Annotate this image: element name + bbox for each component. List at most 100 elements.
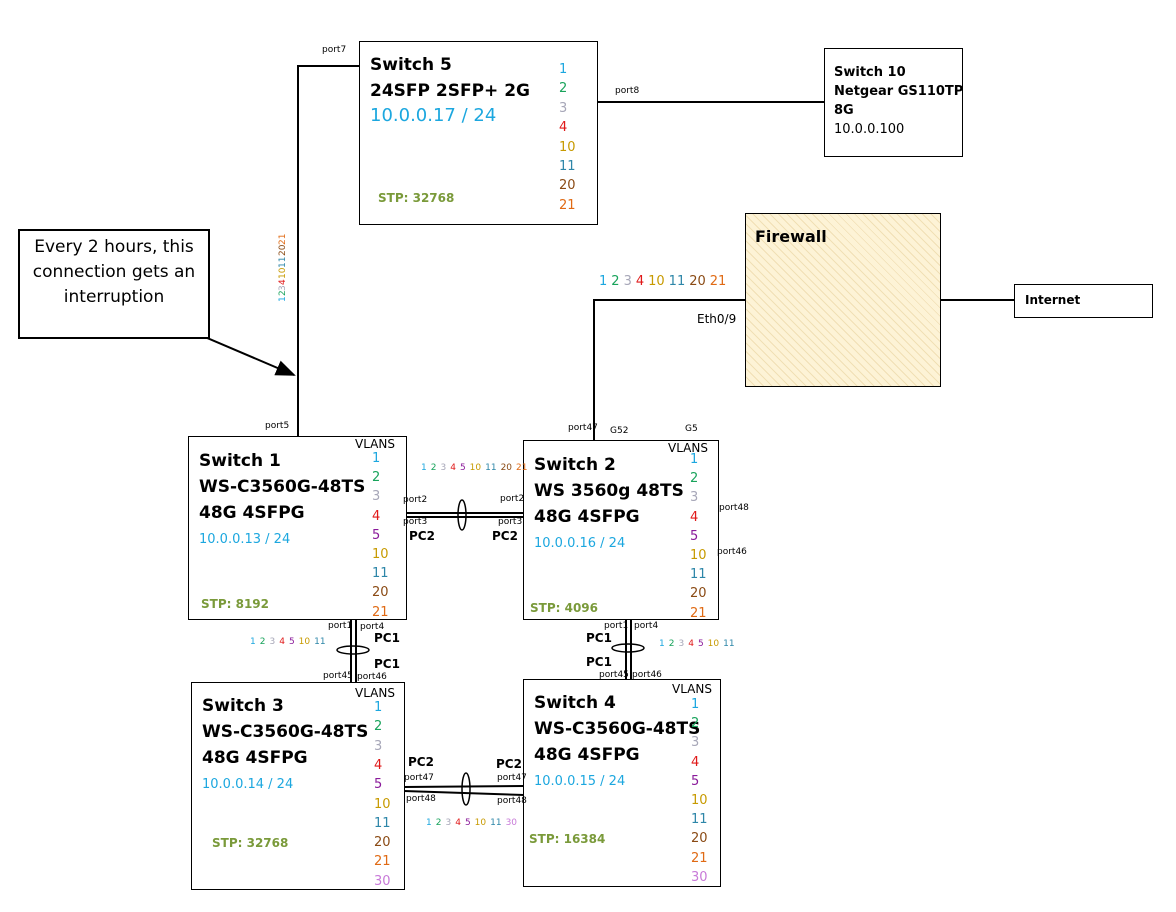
link-vlan-2: 2 [259,637,266,647]
vlan-3-label: 3 [690,490,699,506]
vlan-4-label: 4 [690,509,699,525]
switch-3-ip: 10.0.0.14 / 24 [202,777,294,792]
vlan-4-label: 4 [559,120,568,136]
vlan-11-label: 11 [372,566,389,582]
switch-1-title: Switch 1 [199,451,281,471]
link-vlan-2: 2 [278,290,288,297]
s1-s2-right-port3: port3 [498,517,523,527]
vlan-20-label: 20 [690,586,707,602]
link-vlan-4: 4 [635,274,645,289]
s1-s3-port46: port46 [357,672,387,682]
firewall-title: Firewall [755,227,827,246]
link-vlan-10: 10 [278,267,288,280]
link-vlan-5: 5 [464,818,471,828]
vlan-4-label: 4 [691,754,700,770]
vlan-21-label: 21 [559,197,576,213]
vlan-10-label: 10 [690,548,707,563]
switch-2-port46-label: port46 [717,547,747,557]
vlan-1-label: 1 [372,451,381,466]
vlan-20-label: 20 [691,831,708,847]
switch-2-title: Switch 2 [534,455,616,475]
s2-s4-port4: port4 [634,621,659,631]
link-vlan-11: 11 [314,637,326,647]
link-vlan-1: 1 [250,637,256,647]
vlan-21-label: 21 [374,854,391,870]
pc-ring-s1-s2 [457,499,467,531]
s1-s3-port45: port45 [323,671,353,681]
switch-1-model: WS-C3560G-48TS [199,477,366,497]
vlan-30-label: 30 [374,873,391,889]
link-vlan-21: 21 [709,274,727,289]
s2-s4-port1: port1 [604,621,629,631]
switch-5-ip: 10.0.0.17 / 24 [370,105,497,126]
vlan-11-label: 11 [374,815,391,831]
link-s2-firewall [593,299,745,441]
s2-s4-pc-a: PC1 [586,631,612,645]
vlan-3-label: 3 [374,738,383,754]
link-vlan-4: 4 [279,637,285,647]
s1-s2-pc-right: PC2 [492,529,518,543]
link-vlan-1: 1 [278,296,288,302]
switch-1-vlans-header: VLANS [355,437,395,451]
switch-3-ports: 48G 4SFPG [202,748,308,768]
vlan-5-label: 5 [372,527,381,543]
link-s1-s5 [297,65,360,437]
switch-2-ip: 10.0.0.16 / 24 [534,536,626,551]
s1-s2-pc-left: PC2 [409,529,435,543]
s1-s3-pc-a: PC1 [374,631,400,645]
link-vlan-10: 10 [469,463,482,473]
link-vlan-4: 4 [688,639,694,649]
link-vlan-20: 20 [500,463,513,473]
switch-5-box: Switch 5 24SFP 2SFP+ 2G 10.0.0.17 / 24 S… [359,41,598,225]
switch-4-title: Switch 4 [534,693,616,713]
callout-line-3: interruption [63,287,165,307]
switch-2-box: Switch 2 WS 3560g 48TS 48G 4SFPG 10.0.0.… [523,440,719,621]
link-vlan-3: 3 [278,284,288,291]
vlan-11-label: 11 [690,567,707,583]
switch-4-stp: STP: 16384 [529,832,606,846]
switch-2-port48-label: port48 [719,503,749,513]
link-vlan-2: 2 [435,818,442,828]
switch-10-model: Netgear GS110TP [834,84,964,99]
link-vlan-1: 1 [426,818,432,828]
s2-s4-port46: port46 [632,670,662,680]
link-s3-s4-a [403,785,525,788]
link-vlan-5: 5 [697,639,704,649]
s3-s4-pc-right: PC2 [496,757,522,771]
switch-10-box: Switch 10 Netgear GS110TP 8G 10.0.0.100 [824,48,963,157]
s1-s3-port1: port1 [328,621,353,631]
switch-10-title: Switch 10 [834,65,906,80]
link-vlan-1: 1 [659,639,665,649]
vlan-20-label: 20 [372,585,389,601]
vlan-20-label: 20 [559,178,576,194]
switch-3-model: WS-C3560G-48TS [202,722,369,742]
switch-1-ports: 48G 4SFPG [199,503,305,523]
link-vlan-4: 4 [278,279,288,285]
switch-2-vlans-header: VLANS [668,441,708,455]
switch-2-model: WS 3560g 48TS [534,481,684,501]
switch-5-stp: STP: 32768 [378,191,455,205]
vlan-1-label: 1 [691,697,700,712]
link-vlan-10: 10 [298,637,311,647]
vlan-2-label: 2 [559,81,568,97]
link-vlan-4: 4 [450,463,456,473]
switch-4-model: WS-C3560G-48TS [534,719,701,739]
link-vlan-3: 3 [440,463,447,473]
internet-label: Internet [1025,293,1081,307]
link-vlan-3: 3 [678,639,685,649]
link-vlan-5: 5 [459,463,466,473]
vlan-21-label: 21 [372,604,389,620]
vlan-21-label: 21 [691,850,708,866]
link-vlan-21: 21 [278,233,288,245]
switch-1-port5-label: port5 [265,421,290,431]
interruption-callout: Every 2 hours, this connection gets an i… [18,229,210,339]
s1-s5-link-vlans: 123410112021 [278,220,288,302]
switch-2-port47-label: port47 [568,423,598,433]
switch-4-ip: 10.0.0.15 / 24 [534,774,626,789]
switch-5-port7-label: port7 [322,45,347,55]
s1-s2-right-port2: port2 [500,494,525,504]
vlan-1-label: 1 [374,700,383,715]
s1-s3-pc-b: PC1 [374,657,400,671]
